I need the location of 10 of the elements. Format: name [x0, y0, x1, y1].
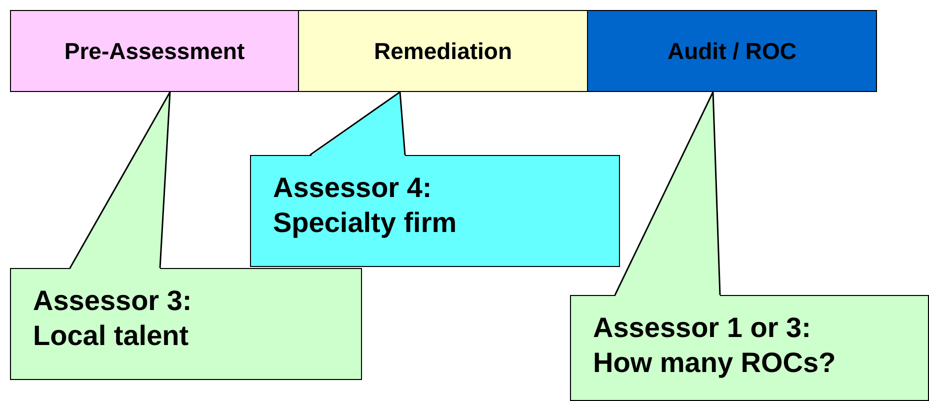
callout-text: Assessor 1 or 3: How many ROCs?	[593, 311, 837, 380]
phase-box	[10, 10, 299, 92]
callout-text: Assessor 4: Specialty firm	[273, 171, 458, 240]
phase-label: Remediation	[374, 38, 512, 64]
phase-box	[587, 10, 877, 92]
phase-box	[298, 10, 588, 92]
phase-label: Audit / ROC	[667, 38, 797, 64]
phase-label: Pre-Assessment	[64, 38, 245, 64]
callout-text: Assessor 3: Local talent	[33, 284, 193, 353]
callout-box	[570, 295, 929, 401]
